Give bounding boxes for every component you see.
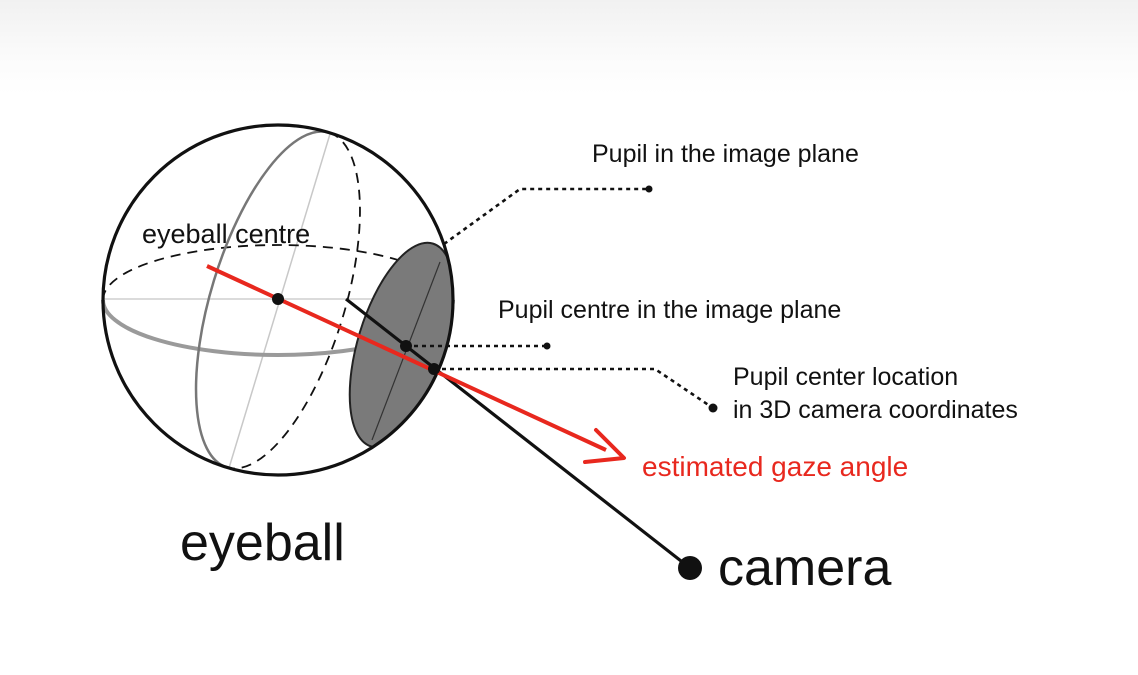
- meridian-front: [194, 130, 330, 469]
- pupil-center-3d-point: [428, 363, 440, 375]
- leader-pupil-image-plane: [443, 187, 648, 246]
- equator-back-dashed: [102, 244, 454, 301]
- pupil-image-plane-label: Pupil in the image plane: [592, 140, 859, 168]
- leader-end-dot-2: [543, 342, 551, 350]
- meridian-ellipse: [194, 130, 361, 470]
- gaze-angle-label: estimated gaze angle: [642, 451, 908, 482]
- pupil-center-3d-label-line1: Pupil center location: [733, 363, 958, 391]
- pupil-centre-image-plane-label: Pupil centre in the image plane: [498, 296, 841, 324]
- eyeball-outline: [101, 123, 455, 477]
- meridian-back-dashed: [226, 131, 361, 470]
- eyeball-centre-label: eyeball centre: [142, 219, 310, 249]
- pupil-center-3d-label-line2: in 3D camera coordinates: [733, 396, 1018, 424]
- pupil-centre-image-point: [400, 340, 412, 352]
- top-background-band: [0, 0, 1138, 95]
- camera-label: camera: [718, 539, 891, 597]
- eyeball-label: eyeball: [180, 514, 345, 572]
- camera-point: [678, 556, 702, 580]
- leader-end-dot-1: [645, 185, 653, 193]
- leader-pupil-center-3d: [434, 367, 714, 410]
- camera-ray: [345, 297, 691, 570]
- eyeball-sphere: [101, 123, 455, 477]
- eyeball-centre-point: [272, 293, 284, 305]
- leader-end-dot-3: [708, 403, 718, 413]
- gaze-vector-arrowhead: [583, 428, 626, 464]
